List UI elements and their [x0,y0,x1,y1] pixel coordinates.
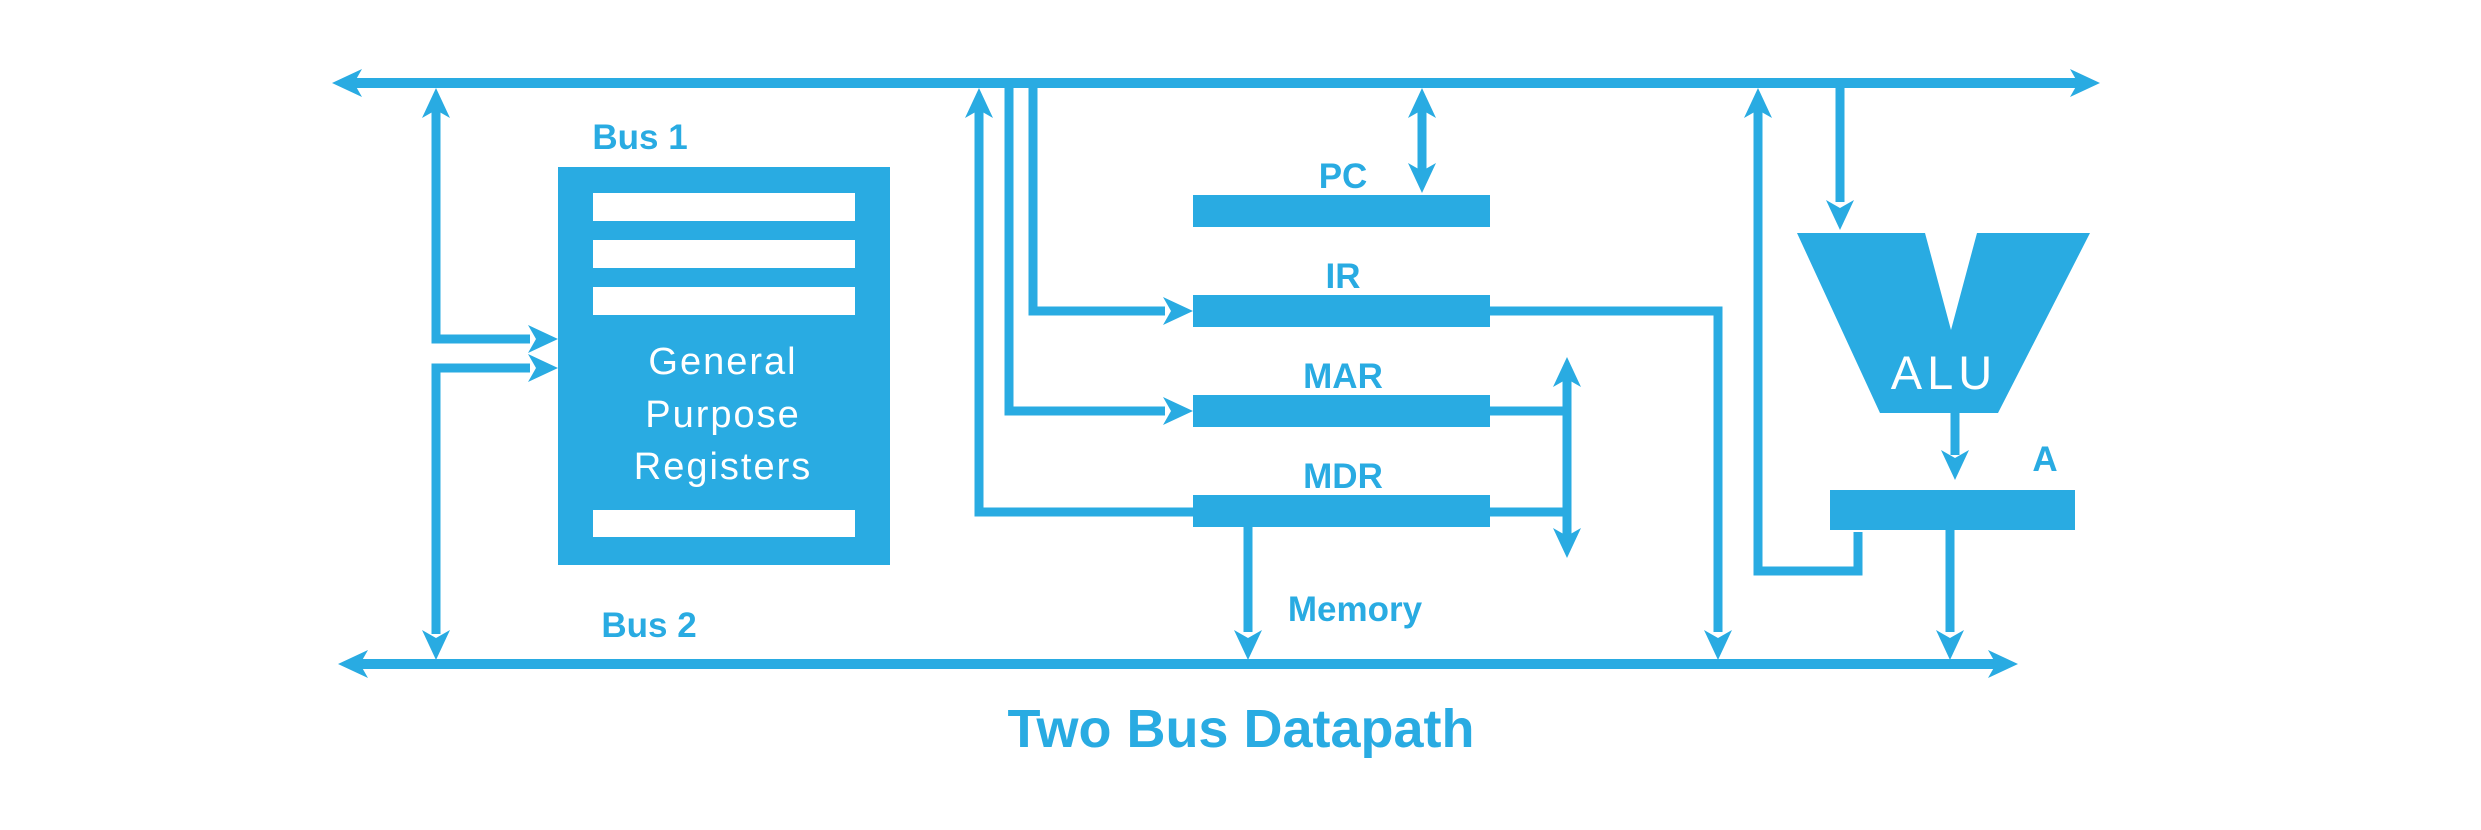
gpr-input-arrowhead-2 [528,354,558,382]
alu-input-down-arrowhead [1826,200,1854,230]
pc-register-bar [1193,195,1490,227]
bus1-to-mar-line [1004,83,1165,416]
pc-double-arrow-down-arrowhead [1408,163,1436,193]
pc-label: PC [1319,157,1368,196]
bus1-to-mdr-line [974,103,1193,517]
gpr-input-arrowhead-1 [528,325,558,353]
bus1-to-mdr-up-arrowhead [965,88,993,118]
bus1-right-arrowhead [2070,69,2100,97]
diagram-title: Two Bus Datapath [1007,699,1474,759]
ir-label: IR [1326,257,1361,296]
mdr-register-bar [1193,495,1490,527]
mar-input-arrowhead [1163,397,1193,425]
bus1-to-gpr-line [431,103,530,344]
memory-double-arrow-down-arrowhead [1553,528,1581,558]
gpr-box [558,167,890,565]
bus2-label: Bus 2 [601,606,696,645]
pc-double-arrow-up-arrowhead [1408,88,1436,118]
ir-input-arrowhead [1163,297,1193,325]
bus2-to-gpr-down-arrowhead [422,630,450,660]
gpr-label-line2: Purpose [645,394,801,436]
a-loop-up-arrowhead [1744,88,1772,118]
ir-register-bar [1193,295,1490,327]
alu-shape [1797,233,2090,413]
bus2-right-arrowhead [1988,650,2018,678]
mar-label: MAR [1303,357,1383,396]
bus2-left-arrowhead [338,650,368,678]
gpr-slot-4 [593,510,855,537]
gpr-label-line3: Registers [634,446,813,488]
bus1-to-ir-line [1028,83,1165,316]
bus1-to-a-register-line [1753,103,1863,576]
mar-register-bar [1193,395,1490,427]
bus1-label: Bus 1 [592,118,687,157]
memory-double-arrow-up-arrowhead [1553,357,1581,387]
a-to-bus2-down-arrowhead [1936,630,1964,660]
mdr-label: MDR [1303,457,1383,496]
gpr-slot-1 [593,193,855,221]
gpr-label-line1: General [648,341,797,383]
bus2-to-gpr-line [431,363,530,634]
gpr-slot-3 [593,287,855,315]
alu-label: ALU [1891,346,1997,399]
ir-to-bus2-line [1490,306,1723,632]
gpr-slot-2 [593,240,855,268]
a-register-bar [1830,490,2075,530]
bus1-left-arrowhead [332,69,362,97]
bus1-to-gpr-up-arrowhead [422,88,450,118]
memory-label: Memory [1288,590,1423,629]
a-label: A [2032,440,2057,479]
alu-to-a-down-arrowhead [1941,450,1969,480]
ir-to-bus2-down-arrowhead [1704,630,1732,660]
mdr-to-memory-down-arrowhead [1234,630,1262,660]
